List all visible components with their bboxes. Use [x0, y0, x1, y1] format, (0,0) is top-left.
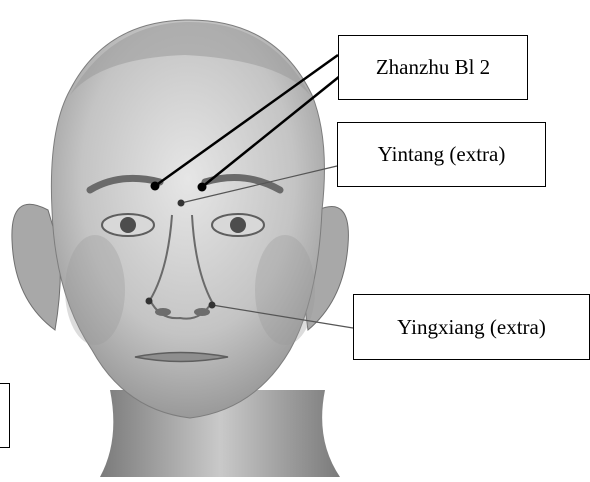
right-cheek-shade: [255, 235, 315, 345]
yintang-point: [178, 200, 185, 207]
zhanzhu-right-point: [198, 183, 207, 192]
yintang-label-box: Yintang (extra): [337, 122, 546, 187]
cropped-label-box: [0, 383, 10, 448]
zhanzhu-label: Zhanzhu Bl 2: [376, 55, 490, 80]
left-cheek-shade: [65, 235, 125, 345]
zhanzhu-left-point: [151, 182, 160, 191]
left-iris: [120, 217, 136, 233]
yingxiang-label-box: Yingxiang (extra): [353, 294, 590, 360]
left-nostril: [155, 308, 171, 316]
yintang-label: Yintang (extra): [378, 142, 506, 167]
zhanzhu-label-box: Zhanzhu Bl 2: [338, 35, 528, 100]
yingxiang-left-point: [146, 298, 153, 305]
right-iris: [230, 217, 246, 233]
yingxiang-label: Yingxiang (extra): [397, 315, 546, 340]
right-nostril: [194, 308, 210, 316]
yingxiang-right-point: [209, 302, 216, 309]
